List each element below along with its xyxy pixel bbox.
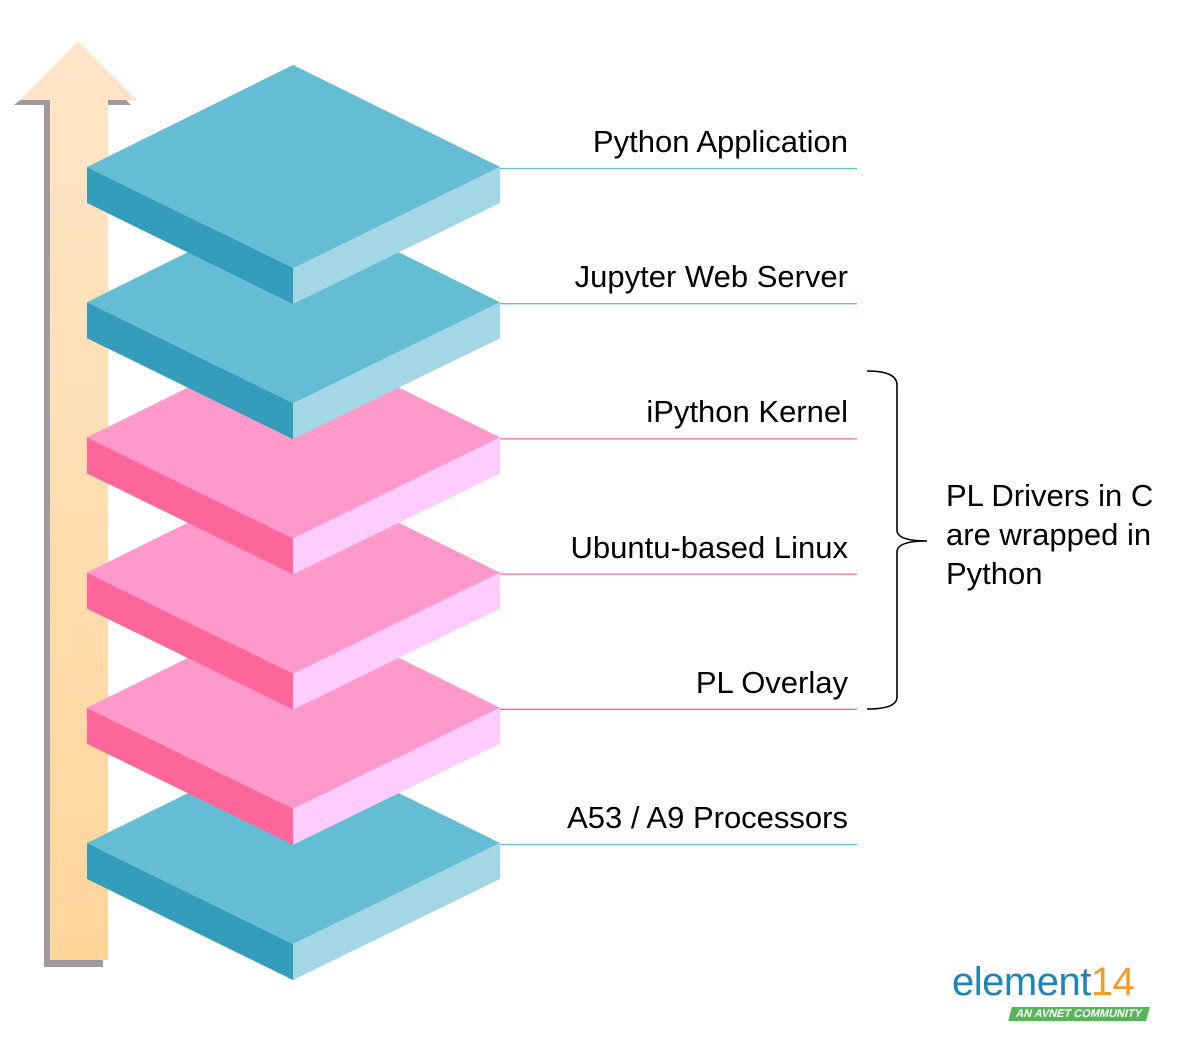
layer-0 — [87, 65, 857, 304]
layer-right-face — [293, 843, 500, 980]
layer-right-face — [293, 707, 500, 845]
layer-left-face — [87, 302, 293, 440]
layer-label: Python Application — [592, 124, 848, 159]
layer-left-face — [87, 843, 293, 980]
layer-right-face — [293, 302, 500, 440]
logo-tagline: AN AVNET COMMUNITY — [1008, 1007, 1150, 1021]
layer-label: Jupyter Web Server — [574, 259, 848, 295]
layer-label: A53 / A9 Processors — [567, 800, 848, 835]
arrow-shadow-right — [108, 100, 131, 105]
logo-word: element — [952, 960, 1091, 1004]
brace — [866, 370, 928, 710]
layer-top-face — [87, 65, 500, 268]
layer-left-face — [87, 437, 293, 575]
layer-left-face — [87, 167, 293, 304]
layer-right-face — [293, 437, 500, 575]
layer-left-face — [87, 572, 293, 710]
logo-number: 14 — [1090, 960, 1135, 1004]
brace-note: PL Drivers in C are wrapped in Python — [946, 478, 1154, 591]
element14-logo: element14 AN AVNET COMMUNITY — [952, 960, 1150, 1021]
layers-group — [87, 65, 857, 980]
layer-right-face — [293, 572, 500, 710]
layer-label: Ubuntu-based Linux — [570, 529, 848, 565]
layer-left-face — [87, 707, 293, 845]
layer-right-face — [293, 167, 500, 304]
layer-label: iPython Kernel — [646, 394, 848, 430]
layer-label: PL Overlay — [695, 664, 848, 700]
